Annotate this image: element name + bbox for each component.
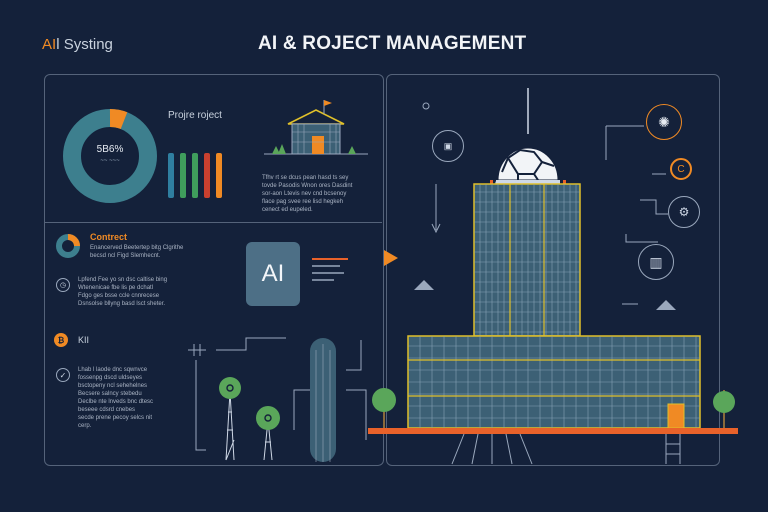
chip-icon[interactable]: ▣ [432,130,464,162]
brand-suffix: l Systing [56,36,113,53]
c-badge-icon[interactable]: C [670,158,692,180]
clock-icon: ◷ [56,278,70,292]
page-title: AI & ROJECT MANAGEMENT [258,33,527,54]
dome-pattern [501,148,555,181]
building-illustration [368,88,738,465]
bar-1 [168,153,174,198]
circuit-towers-illustration [188,337,367,462]
item2-text: Lhab l laode dnc sqwnvce fossenpg dscd u… [78,367,154,429]
dashboard-text-block: Tfhv rt se dcus pean hasd ts sey tovde P… [262,175,353,213]
flag-icon [324,100,332,106]
brand-logo: AIl Systing [42,36,113,53]
arrow-right-icon[interactable] [384,250,398,266]
bar-3 [192,153,198,198]
globe-settings-icon[interactable]: ✺ [646,104,682,140]
chart-icon[interactable]: ▥ [638,244,674,280]
bar-chart [168,140,228,198]
item2-label: KII [78,335,90,345]
right-panel [386,74,720,466]
check-icon: ✓ [56,368,70,382]
chart-title: Projre roject [168,110,222,121]
connect-label: Contrect [90,232,128,242]
bar-5 [216,153,222,198]
bar-4 [204,153,210,198]
bar-2 [180,153,186,198]
item1-text: Lpfend Fee yo sn dsc caltise bing Wtenen… [78,277,168,307]
bitcoin-icon: ₿ [54,333,68,347]
left-panel-divider [44,222,382,223]
ai-badge: AI [246,242,300,306]
network-icon[interactable]: ⚙ [668,196,700,228]
donut-sub-label: ~~ ~~~ [100,158,120,164]
mini-pie-icon [56,234,80,258]
brand-prefix: AI [42,36,57,53]
donut-chart [63,109,157,203]
connect-text: Enancerved Beetertep bitg Clgrithe becsd… [90,245,184,259]
donut-value: 5B6% [96,144,124,155]
donut-accent-segment [109,109,128,130]
ai-badge-lines [312,258,348,281]
left-panel [44,74,384,466]
mini-building-illustration [264,100,368,155]
